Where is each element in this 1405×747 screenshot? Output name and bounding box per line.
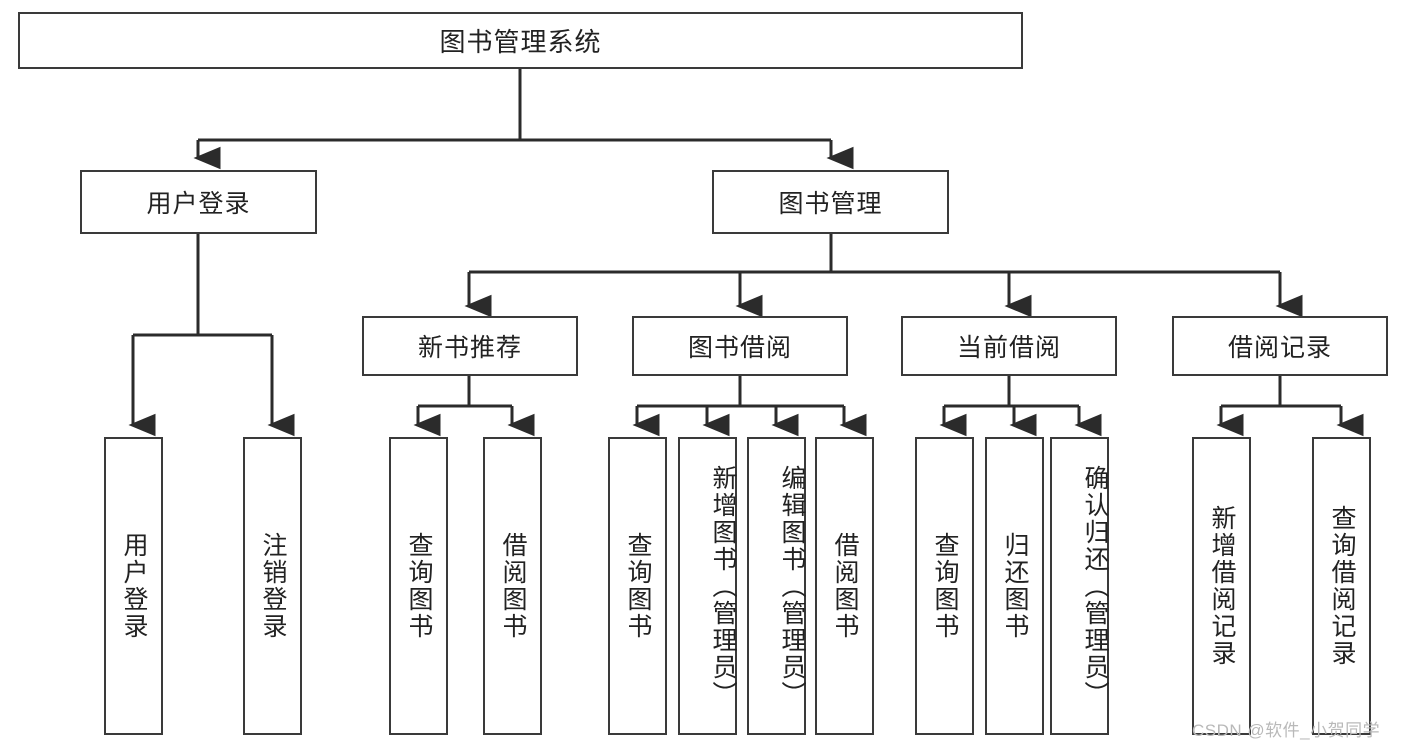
leaf-record-add-record[interactable]: 新增借阅记录 <box>1192 437 1251 735</box>
node-label: 图书管理系统 <box>439 27 602 57</box>
leaf-recommend-query-book[interactable]: 查询图书 <box>389 437 448 735</box>
node-label: 查询图书 <box>624 532 652 640</box>
watermark-text: CSDN @软件_小贺同学 <box>1192 721 1381 740</box>
node-label: 新增图书（管理员） <box>709 464 737 708</box>
node-label: 借阅图书 <box>499 532 527 640</box>
node-label: 归还图书 <box>1001 532 1029 640</box>
node-borrow-record[interactable]: 借阅记录 <box>1172 316 1388 376</box>
leaf-borrow-borrow-book[interactable]: 借阅图书 <box>815 437 874 735</box>
node-label: 借阅图书 <box>831 532 859 640</box>
node-new-book-recommend[interactable]: 新书推荐 <box>362 316 578 376</box>
node-label: 查询借阅记录 <box>1328 505 1356 667</box>
node-label: 查询图书 <box>931 532 959 640</box>
node-label: 新书推荐 <box>417 334 522 362</box>
node-label: 查询图书 <box>405 532 433 640</box>
node-book-management[interactable]: 图书管理 <box>712 170 949 234</box>
leaf-borrow-add-book-admin[interactable]: 新增图书（管理员） <box>678 437 737 735</box>
node-label: 编辑图书（管理员） <box>778 464 806 708</box>
node-label: 图书借阅 <box>687 334 792 362</box>
node-label: 用户登录 <box>120 532 148 640</box>
node-label: 确认归还（管理员） <box>1081 464 1109 708</box>
leaf-recommend-borrow-book[interactable]: 借阅图书 <box>483 437 542 735</box>
leaf-current-return-book[interactable]: 归还图书 <box>985 437 1044 735</box>
node-label: 注销登录 <box>259 532 287 640</box>
leaf-current-query-book[interactable]: 查询图书 <box>915 437 974 735</box>
node-label: 借阅记录 <box>1227 334 1332 362</box>
leaf-record-query-record[interactable]: 查询借阅记录 <box>1312 437 1371 735</box>
node-root-system[interactable]: 图书管理系统 <box>18 12 1023 69</box>
node-label: 当前借阅 <box>956 334 1061 362</box>
node-label: 用户登录 <box>146 190 251 218</box>
leaf-current-confirm-return-admin[interactable]: 确认归还（管理员） <box>1050 437 1109 735</box>
leaf-user-login-login[interactable]: 用户登录 <box>104 437 163 735</box>
leaf-user-login-logout[interactable]: 注销登录 <box>243 437 302 735</box>
node-label: 图书管理 <box>778 190 883 218</box>
node-user-login[interactable]: 用户登录 <box>80 170 317 234</box>
node-book-borrow[interactable]: 图书借阅 <box>632 316 848 376</box>
leaf-borrow-edit-book-admin[interactable]: 编辑图书（管理员） <box>747 437 806 735</box>
node-label: 新增借阅记录 <box>1208 505 1236 667</box>
node-current-borrow[interactable]: 当前借阅 <box>901 316 1117 376</box>
leaf-borrow-query-book[interactable]: 查询图书 <box>608 437 667 735</box>
